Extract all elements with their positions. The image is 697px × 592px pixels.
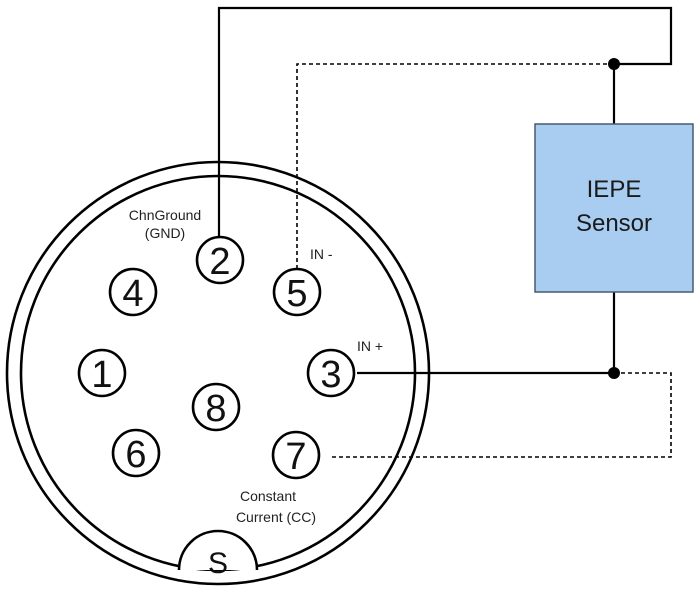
pin-1-number: 1 (91, 354, 112, 396)
pin-1: 1 (77, 348, 127, 398)
pin-8-number: 8 (205, 388, 226, 430)
pin-2: 2 (195, 235, 245, 285)
in-minus-label: IN - (310, 246, 333, 262)
pin-5-number: 5 (286, 273, 307, 315)
pin-4-number: 4 (122, 273, 143, 315)
pin-4: 4 (108, 267, 158, 317)
pin-5: 5 (272, 267, 322, 317)
in-plus-label: IN + (357, 338, 383, 354)
cc-label-line2: Current (CC) (236, 509, 316, 525)
pin-7: 7 (271, 430, 321, 480)
pin-8: 8 (191, 382, 241, 432)
pin-2-number: 2 (209, 241, 230, 283)
pin-6: 6 (111, 428, 161, 478)
gnd-label-line2: (GND) (145, 225, 185, 241)
sensor-label-line1: IEPE (587, 176, 642, 203)
shield-label: S (208, 547, 228, 580)
in-minus-wire (296, 63, 614, 269)
gnd-wire (217, 6, 673, 237)
iepe-sensor-box (534, 123, 694, 293)
pin-3: 3 (306, 348, 356, 398)
cc-label-line1: Constant (240, 488, 296, 504)
shield-notch (177, 529, 259, 571)
pin-6-number: 6 (125, 434, 146, 476)
pin-3-number: 3 (320, 354, 341, 396)
junction-dot-bottom (608, 367, 620, 379)
pin-7-number: 7 (285, 436, 306, 478)
junction-dot-top (608, 58, 620, 70)
gnd-label-line1: ChnGround (129, 207, 201, 223)
cc-wire (330, 372, 672, 458)
sensor-label-line2: Sensor (576, 210, 652, 237)
